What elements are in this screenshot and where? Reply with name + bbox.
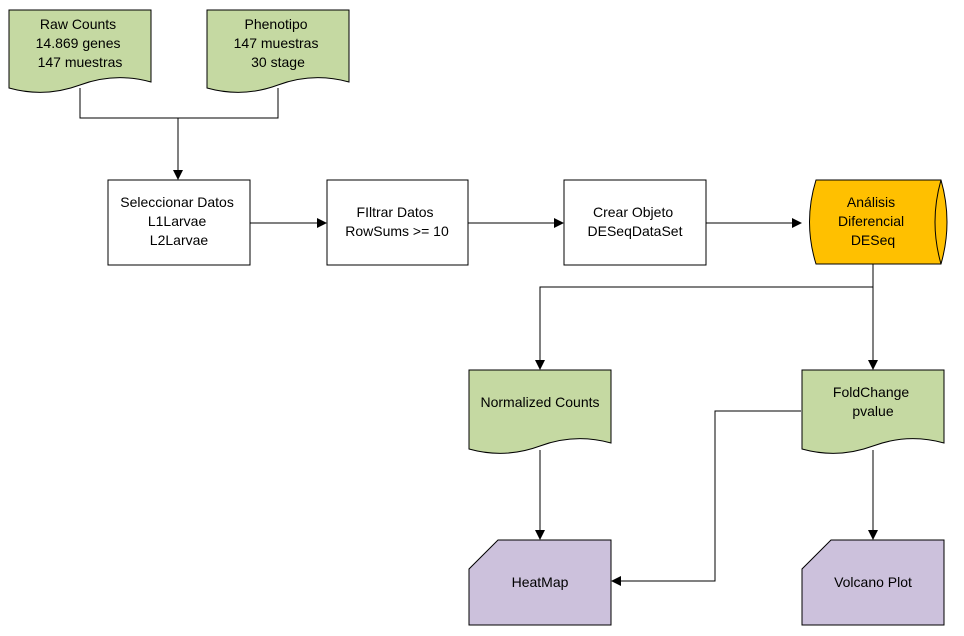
heatmap-line-1: HeatMap (512, 574, 569, 590)
crear-objeto-process: Crear Objeto DESeqDataSet (563, 179, 707, 266)
foldchange-pvalue-line-2: pvalue (852, 403, 893, 419)
raw-counts-document: Raw Counts 14.869 genes 147 muestras (8, 9, 152, 93)
analisis-diferencial-line-1: Análisis (847, 194, 895, 210)
phenotipo-document: Phenotipo 147 muestras 30 stage (206, 9, 350, 93)
crear-objeto-box (563, 179, 707, 266)
analisis-diferencial-edge (934, 179, 942, 265)
normalized-counts-label: Normalized Counts (480, 394, 599, 410)
normalized-counts-line-1: Normalized Counts (480, 394, 599, 410)
connector-phenotipo-merge (178, 88, 279, 119)
seleccionar-datos-label: Seleccionar Datos L1Larvae L2Larvae (120, 194, 238, 248)
phenotipo-line-1: Phenotipo (245, 16, 308, 32)
raw-counts-line-2: 14.869 genes (36, 35, 121, 51)
crear-objeto-line-1: Crear Objeto (593, 204, 673, 220)
filtrar-datos-line-1: FIltrar Datos (357, 204, 434, 220)
normalized-counts-shape (468, 369, 612, 454)
seleccionar-datos-line-1: Seleccionar Datos (120, 194, 234, 210)
arrow-foldchange-to-heatmap (611, 410, 801, 586)
raw-counts-shape (8, 9, 152, 93)
seleccionar-datos-process: Seleccionar Datos L1Larvae L2Larvae (107, 179, 251, 266)
filtrar-datos-line-2: RowSums >= 10 (345, 223, 449, 239)
volcano-plot-card: Volcano Plot (801, 539, 945, 626)
heatmap-card: HeatMap (468, 539, 612, 626)
seleccionar-datos-box (107, 179, 251, 266)
raw-counts-line-1: Raw Counts (40, 16, 116, 32)
connectors (79, 88, 878, 586)
volcano-plot-shape (801, 539, 945, 626)
raw-counts-line-3: 147 muestras (38, 54, 123, 70)
foldchange-pvalue-label: FoldChange pvalue (833, 384, 913, 419)
foldchange-pvalue-document: FoldChange pvalue (801, 369, 945, 454)
analisis-diferencial-storage: Análisis Diferencial DESeq (809, 179, 948, 265)
crear-objeto-line-2: DESeqDataSet (588, 223, 683, 239)
analisis-diferencial-label: Análisis Diferencial DESeq (838, 194, 908, 248)
phenotipo-shape (206, 9, 350, 93)
heatmap-shape (468, 539, 612, 626)
seleccionar-datos-line-3: L2Larvae (150, 232, 209, 248)
phenotipo-line-2: 147 muestras (234, 35, 319, 51)
filtrar-datos-process: FIltrar Datos RowSums >= 10 (326, 179, 469, 266)
raw-counts-label: Raw Counts 14.869 genes 147 muestras (36, 16, 125, 70)
filtrar-datos-box (326, 179, 469, 266)
foldchange-pvalue-line-1: FoldChange (833, 384, 909, 400)
connector-raw-counts-merge (79, 88, 178, 119)
heatmap-label: HeatMap (512, 574, 569, 590)
phenotipo-label: Phenotipo 147 muestras 30 stage (234, 16, 323, 70)
foldchange-pvalue-shape (801, 369, 945, 454)
volcano-plot-label: Volcano Plot (834, 574, 912, 590)
analisis-diferencial-line-2: Diferencial (838, 213, 904, 229)
crear-objeto-label: Crear Objeto DESeqDataSet (588, 204, 683, 239)
arrow-analisis-to-normalized (535, 264, 874, 370)
analisis-diferencial-line-3: DESeq (851, 232, 895, 248)
seleccionar-datos-line-2: L1Larvae (148, 213, 207, 229)
volcano-plot-line-1: Volcano Plot (834, 574, 912, 590)
filtrar-datos-label: FIltrar Datos RowSums >= 10 (345, 204, 449, 239)
normalized-counts-document: Normalized Counts (468, 369, 612, 454)
phenotipo-line-3: 30 stage (251, 54, 305, 70)
